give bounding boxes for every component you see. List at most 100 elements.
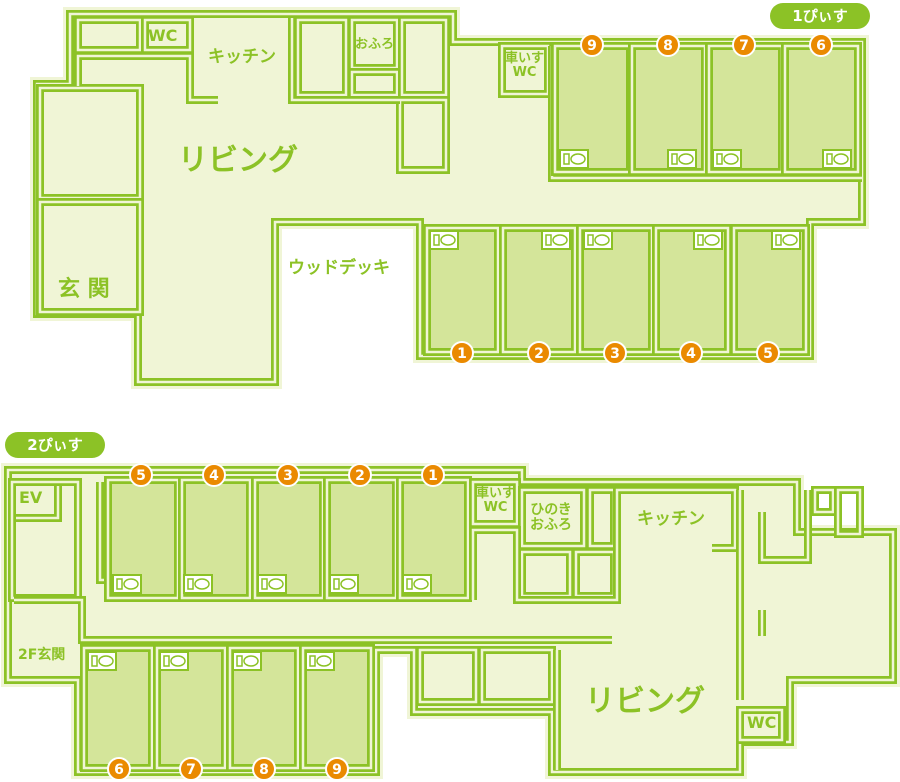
toilet-icon-bowl <box>98 655 114 667</box>
room-number-badge-number: 7 <box>186 762 196 778</box>
f1-wc-inner <box>143 18 192 52</box>
toilet-icon-tank <box>406 578 413 590</box>
toilet-icon-bowl <box>243 655 259 667</box>
toilet-icon-tank <box>716 153 723 165</box>
f2-stair-inner <box>760 490 810 562</box>
room-number-badge <box>421 463 445 487</box>
f1-entrance-inner <box>38 200 142 314</box>
floor1-living-label: リビング <box>178 143 298 178</box>
toilet-icon-tank <box>545 234 552 246</box>
room-number-badge-number: 1 <box>457 346 467 362</box>
room-number-badge <box>732 33 756 57</box>
f1-storage-inner <box>76 18 142 52</box>
room-number-badge <box>679 341 703 365</box>
f2-hinoki-bath-inner <box>520 488 586 548</box>
f1-kitchen-wall2-inner <box>290 18 400 102</box>
floor2-kitchen-label: キッチン <box>637 509 705 529</box>
toilet-icon-bowl <box>552 234 568 246</box>
toilet-icon-tank <box>563 153 570 165</box>
room-number-badge <box>348 463 372 487</box>
f2-kitchen-wall-inner <box>471 488 737 602</box>
room-number-badge <box>129 463 153 487</box>
room-number-badge-number: 8 <box>259 762 269 778</box>
floor2-ev-label: EV <box>19 488 43 507</box>
f1-room-b-inner <box>398 98 448 172</box>
toilet-icon-bowl <box>340 578 356 590</box>
f1-pantry-inner <box>296 18 348 97</box>
toilet-icon-bowl <box>594 234 610 246</box>
floor2-tag: 2ぴぃす <box>5 432 105 458</box>
room-number-badge-number: 4 <box>209 468 219 484</box>
toilet-icon-tank <box>91 655 98 667</box>
floor1-bath-label: おふろ <box>355 37 395 52</box>
toilet-icon-tank <box>187 578 194 590</box>
room-number-badge <box>179 757 203 781</box>
room-number-badge-number: 5 <box>763 346 773 362</box>
f2-closet-c-inner <box>836 488 862 536</box>
room-number-badge-number: 5 <box>136 468 146 484</box>
toilet-icon-bowl <box>123 578 139 590</box>
toilet-icon-bowl <box>678 153 694 165</box>
f1-bath-sub-inner <box>350 70 399 97</box>
room-number-badge-number: 8 <box>663 38 673 54</box>
f1-kitchen-wall-inner <box>76 54 218 102</box>
room-number-badge <box>276 463 300 487</box>
toilet-icon-tank <box>433 234 440 246</box>
f2-closet-b <box>811 486 837 516</box>
toilet-icon-tank <box>309 655 316 667</box>
floor1-deck-label: ウッドデッキ <box>288 258 390 278</box>
room-number-badge <box>656 33 680 57</box>
toilet-icon-bowl <box>704 234 720 246</box>
toilet-icon-tank <box>163 655 170 667</box>
f2-accessible-wc-inner <box>471 480 519 526</box>
room-number-badge-number: 2 <box>534 346 544 362</box>
room-number-badge-number: 2 <box>355 468 365 484</box>
room-number-badge <box>252 757 276 781</box>
f1-room-a-inner <box>400 18 448 97</box>
room-number-badge-number: 4 <box>686 346 696 362</box>
room-number-badge-number: 9 <box>332 762 342 778</box>
toilet-icon-tank <box>587 234 594 246</box>
toilet-icon-bowl <box>782 234 798 246</box>
toilet-icon-bowl <box>194 578 210 590</box>
room-number-badge <box>809 33 833 57</box>
room-number-badge <box>603 341 627 365</box>
floor2-entrance-label: 2F玄関 <box>18 647 66 663</box>
floor1-accessible-wc-label: 車いす WC <box>505 51 545 81</box>
toilet-icon-tank <box>671 153 678 165</box>
room-number-badge <box>325 757 349 781</box>
toilet-icon-tank <box>697 234 704 246</box>
toilet-icon-bowl <box>723 153 739 165</box>
room-number-badge <box>756 341 780 365</box>
room-number-badge <box>202 463 226 487</box>
floor1-kitchen-label: キッチン <box>208 47 276 67</box>
room-number-badge-number: 1 <box>428 468 438 484</box>
room-number-badge <box>107 757 131 781</box>
floor2-accessible-wc-label: 車いす WC <box>476 486 516 516</box>
toilet-icon-bowl <box>833 153 849 165</box>
f2-corridor-wall-bottom-inner <box>14 598 612 642</box>
floor1-wc-label: WC <box>148 26 178 45</box>
toilet-icon-tank <box>116 578 123 590</box>
room-number-badge-number: 3 <box>610 346 620 362</box>
room-number-badge-number: 3 <box>283 468 293 484</box>
room-number-badge <box>450 341 474 365</box>
toilet-icon-bowl <box>170 655 186 667</box>
floor2-hinoki-bath-label: ひのき おふろ <box>530 502 572 534</box>
toilet-icon-tank <box>261 578 268 590</box>
floor1-tag: 1ぴぃす <box>770 3 870 29</box>
toilet-icon-tank <box>333 578 340 590</box>
toilet-icon-bowl <box>268 578 284 590</box>
room-number-badge-number: 6 <box>114 762 124 778</box>
floor1-entrance-label: 玄 関 <box>58 277 110 302</box>
room-number-badge <box>580 33 604 57</box>
f2-room-d-inner <box>480 648 554 704</box>
room-number-badge-number: 9 <box>587 38 597 54</box>
room-number-badge-number: 7 <box>739 38 749 54</box>
toilet-icon-bowl <box>570 153 586 165</box>
f2-room-c-inner <box>418 648 478 704</box>
floor2-wc-label: WC <box>747 713 777 732</box>
toilet-icon-bowl <box>413 578 429 590</box>
